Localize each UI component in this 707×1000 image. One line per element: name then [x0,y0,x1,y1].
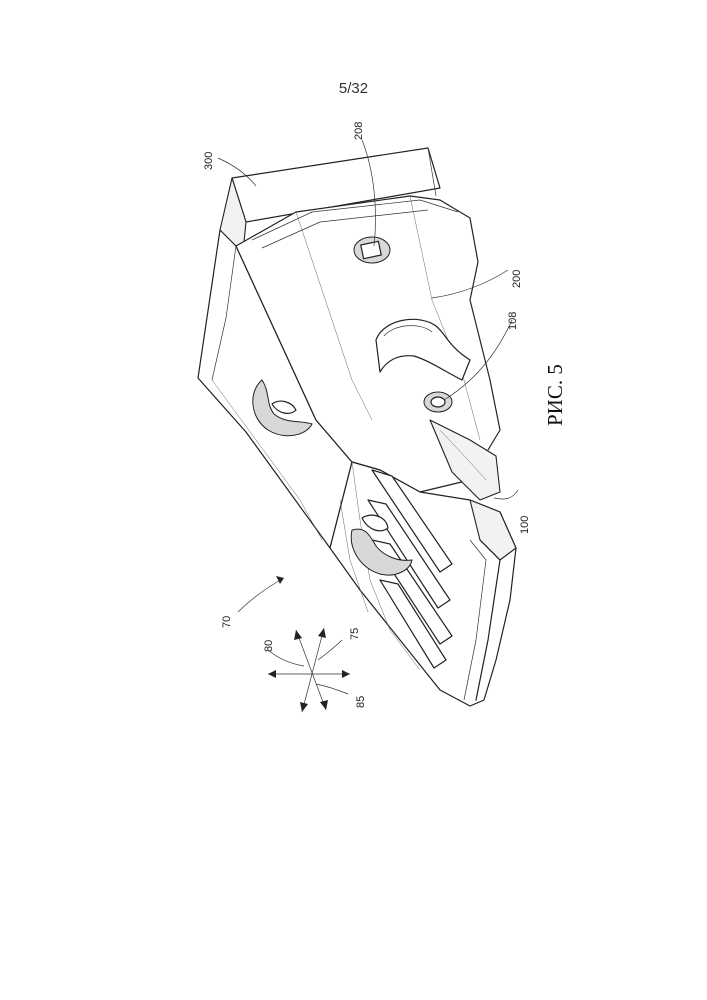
axis-diagonal-b [302,628,324,712]
axis-leader-75 [318,640,342,660]
tooth-point [330,462,516,706]
axis-leader-85 [316,684,348,694]
axis-horizontal-arrow-right [342,670,350,678]
leader-70-arrowhead [276,576,284,584]
retainer-208-lock [361,241,382,258]
ref-label-85: 85 [355,696,367,708]
direction-axes [268,628,350,712]
ref-label-70: 70 [221,616,233,628]
axis-diagonal-a-arrow-top [294,630,302,640]
ref-label-80: 80 [263,640,275,652]
axis-diagonal-b-arrow-bottom [300,702,308,712]
axis-diagonal-b-arrow-top [318,628,326,638]
leader-70 [238,578,284,612]
ref-label-108: 108 [507,312,519,330]
ref-label-208: 208 [353,122,365,140]
axis-diagonal-a [296,630,326,710]
axis-diagonal-a-arrow-bottom [320,700,328,710]
figure-caption: РИС. 5 [543,364,567,426]
ref-label-75: 75 [349,628,361,640]
axis-horizontal-arrow-left [268,670,276,678]
ref-label-100: 100 [519,516,531,534]
ref-label-300: 300 [203,152,215,170]
retainer-108-pin [431,397,445,407]
ref-label-200: 200 [511,270,523,288]
